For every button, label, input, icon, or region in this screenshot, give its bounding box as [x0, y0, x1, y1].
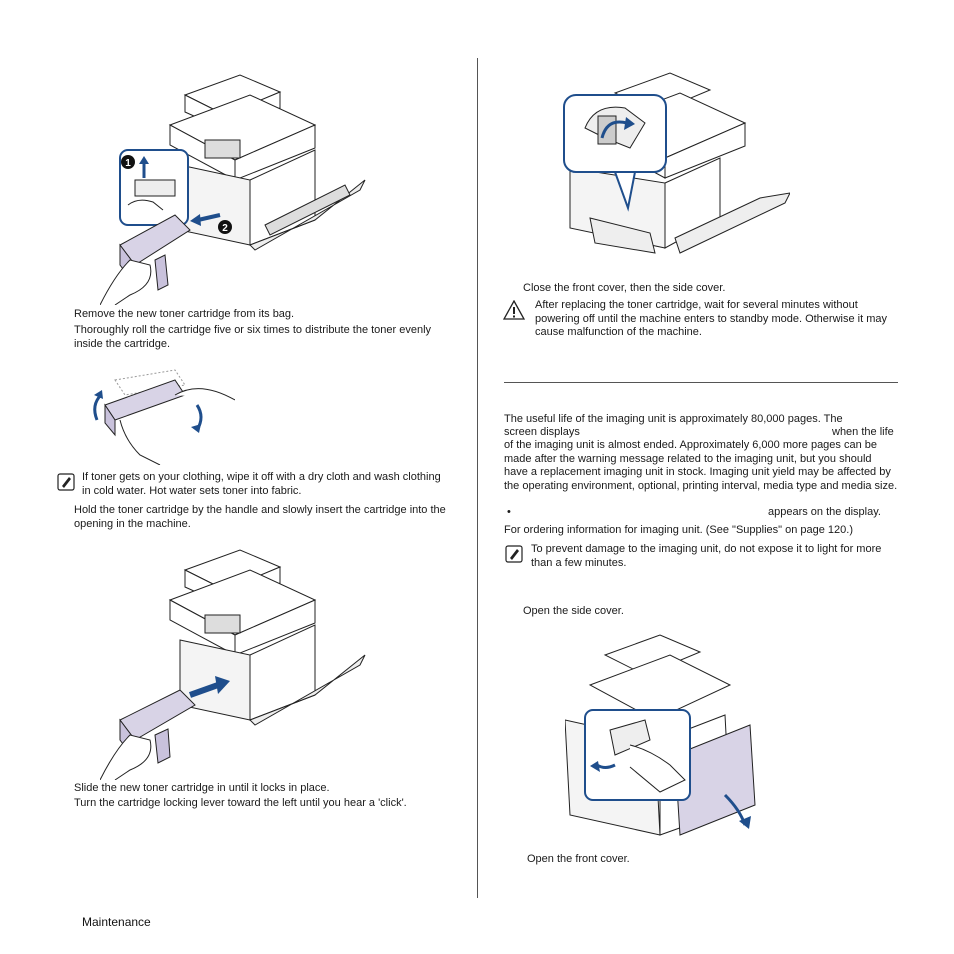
para-imaging-life-1: The useful life of the imaging unit is a…	[504, 413, 843, 425]
note-light-exposure: To prevent damage to the imaging unit, d…	[531, 543, 882, 569]
step-roll-cartridge: Thoroughly roll the cartridge five or si…	[74, 324, 432, 350]
caution-warning-icon	[503, 300, 525, 320]
figure-remove-cartridge: 1 2	[100, 74, 366, 305]
figure-insert-cartridge	[100, 549, 366, 780]
para-imaging-life-3: of the imaging unit is almost ended. App…	[504, 439, 898, 492]
step-remove-bag: Remove the new toner cartridge from its …	[74, 308, 295, 320]
callout-1: 1	[125, 158, 131, 169]
step-open-front-cover: Open the front cover.	[527, 853, 630, 865]
caution-wait-standby: After replacing the toner cartridge, wai…	[535, 299, 887, 338]
step-slide-cartridge: Slide the new toner cartridge in until i…	[74, 782, 330, 794]
step-open-side-cover: Open the side cover.	[523, 605, 624, 617]
figure-close-covers	[563, 72, 790, 254]
column-divider	[477, 58, 478, 898]
para-imaging-life-2b: when the life	[832, 426, 894, 438]
note-pen-icon	[505, 545, 523, 563]
note-toner-clothing: If toner gets on your clothing, wipe it …	[82, 471, 441, 497]
ordering-info: For ordering information for imaging uni…	[504, 524, 854, 536]
bullet-marker: •	[507, 506, 511, 518]
footer-section-title: Maintenance	[82, 915, 151, 929]
para-imaging-life-2a: screen displays	[504, 426, 580, 438]
section-rule	[504, 382, 898, 383]
step-turn-lever: Turn the cartridge locking lever toward …	[74, 797, 407, 809]
step-close-covers: Close the front cover, then the side cov…	[523, 282, 726, 294]
callout-2: 2	[222, 223, 228, 234]
note-pen-icon	[57, 473, 75, 491]
bullet-appears-display: appears on the display.	[768, 506, 881, 518]
figure-open-side-cover	[565, 634, 756, 836]
step-hold-insert: Hold the toner cartridge by the handle a…	[74, 504, 446, 530]
figure-roll-cartridge	[93, 369, 235, 465]
